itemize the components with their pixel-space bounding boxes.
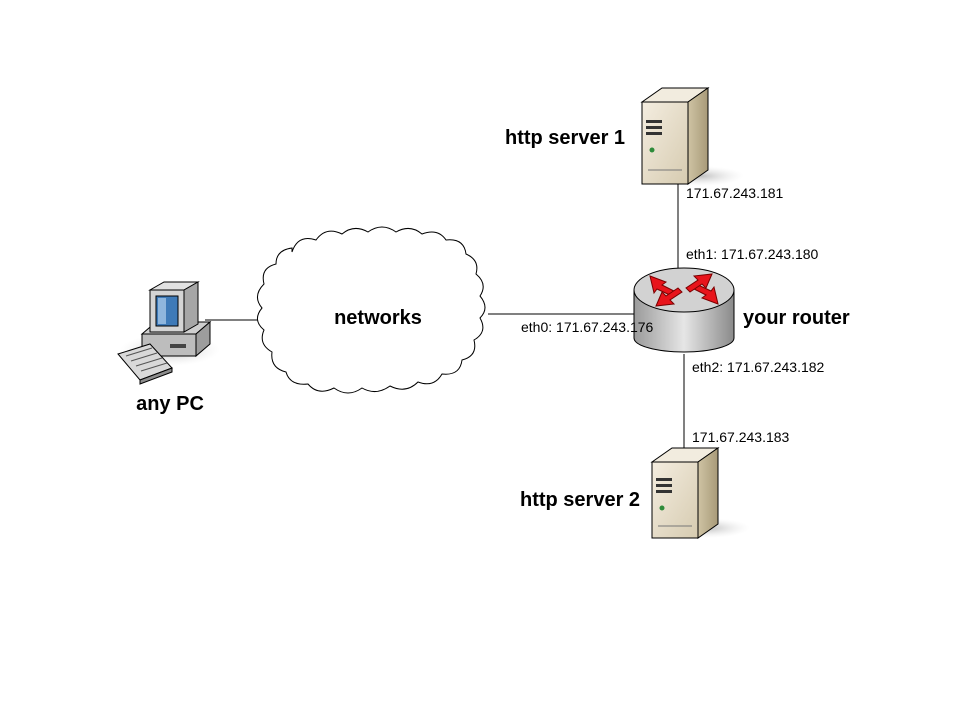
server1-label: http server 1: [505, 127, 625, 149]
pc-label: any PC: [136, 393, 204, 415]
router-icon: [633, 267, 735, 353]
cloud-icon: [257, 226, 486, 394]
eth1-label: eth1: 171.67.243.180: [686, 246, 819, 262]
server-tower-icon: [640, 87, 744, 186]
server1-ip: 171.67.243.181: [686, 185, 784, 201]
eth2-label: eth2: 171.67.243.182: [692, 359, 825, 375]
server2-label: http server 2: [520, 489, 640, 511]
cloud-label: networks: [334, 307, 422, 329]
desktop-computer-icon: [117, 281, 220, 385]
router-label: your router: [743, 307, 850, 329]
eth0-label: eth0: 171.67.243.176: [521, 319, 654, 335]
server2-ip: 171.67.243.183: [692, 429, 790, 445]
server-tower-icon: [650, 447, 750, 539]
